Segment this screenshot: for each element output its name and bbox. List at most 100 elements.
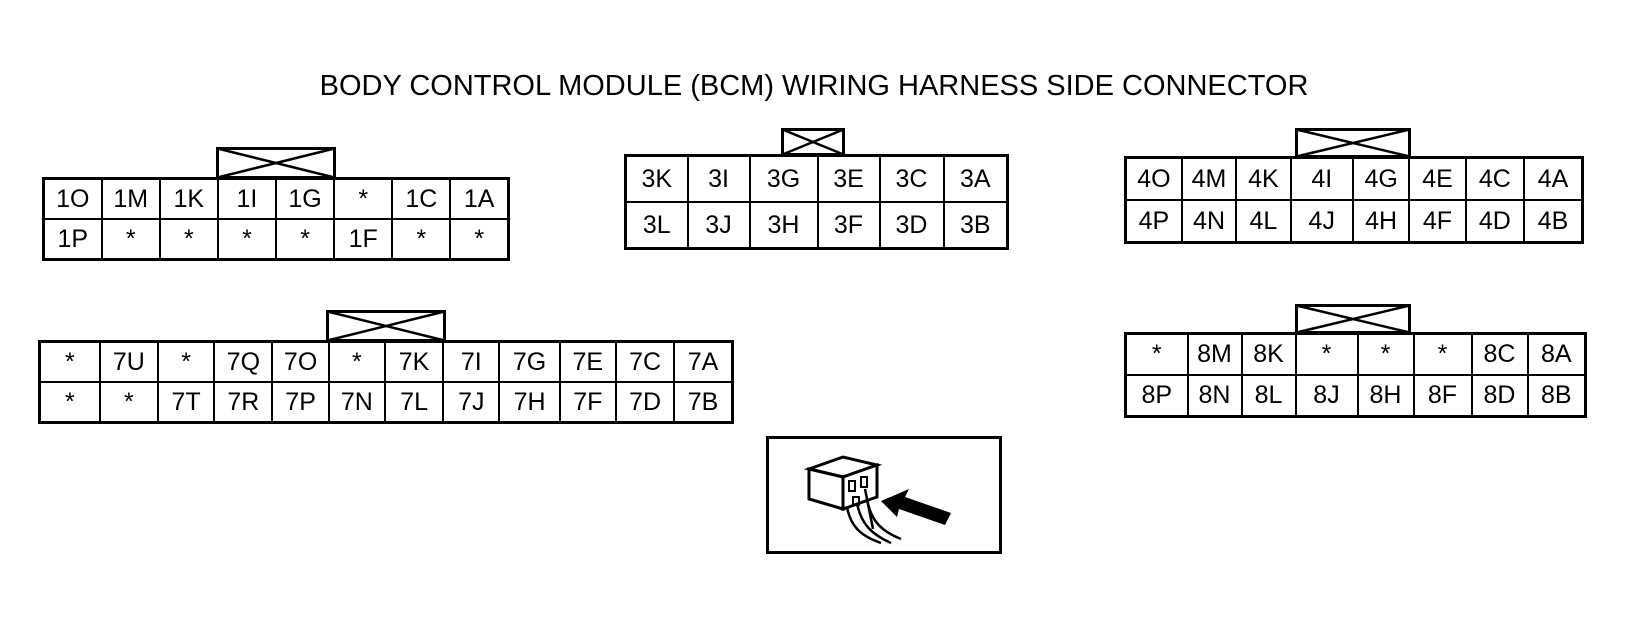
unused-pin-cell: *: [38, 381, 101, 424]
unused-pin-cell: *: [1294, 332, 1359, 376]
unused-pin-cell: *: [158, 218, 219, 261]
pin-cell-4l: 4L: [1235, 199, 1292, 244]
unused-pin-cell: *: [274, 218, 336, 261]
pin-cell-4e: 4E: [1408, 156, 1467, 201]
pin-cell-7u: 7U: [98, 340, 160, 383]
pin-cell-7o: 7O: [271, 340, 330, 383]
pin-cell-4o: 4O: [1124, 156, 1183, 201]
page-title: BODY CONTROL MODULE (BCM) WIRING HARNESS…: [319, 70, 1309, 102]
connector-1-latch-icon: [216, 147, 336, 179]
pin-cell-1k: 1K: [158, 177, 219, 220]
unused-pin-cell: *: [1412, 332, 1473, 376]
pin-cell-7p: 7P: [271, 381, 330, 424]
pin-cell-8k: 8K: [1240, 332, 1297, 376]
connector-1-row-2: 1P****1F**: [42, 218, 510, 261]
pin-cell-7j: 7J: [442, 381, 501, 424]
pin-cell-7f: 7F: [558, 381, 617, 424]
unused-pin-cell: *: [100, 218, 161, 261]
pin-cell-8d: 8D: [1470, 374, 1529, 418]
pin-cell-3b: 3B: [942, 201, 1009, 250]
pin-cell-3i: 3I: [686, 154, 751, 203]
pin-cell-8h: 8H: [1356, 374, 1415, 418]
pin-cell-4i: 4I: [1289, 156, 1354, 201]
pin-cell-4j: 4J: [1289, 199, 1354, 244]
pin-cell-1f: 1F: [333, 218, 394, 261]
pin-cell-8f: 8F: [1412, 374, 1473, 418]
pin-cell-7h: 7H: [498, 381, 561, 424]
pin-cell-1p: 1P: [42, 218, 103, 261]
unused-pin-cell: *: [1124, 332, 1189, 376]
pin-cell-4k: 4K: [1235, 156, 1292, 201]
pin-cell-3a: 3A: [942, 154, 1009, 203]
pin-cell-3e: 3E: [816, 154, 881, 203]
pin-cell-7e: 7E: [558, 340, 617, 383]
pin-cell-7d: 7D: [614, 381, 676, 424]
pin-cell-8m: 8M: [1186, 332, 1243, 376]
unused-pin-cell: *: [216, 218, 278, 261]
harness-connector-insertion-icon: [803, 455, 951, 545]
pin-cell-8b: 8B: [1526, 374, 1587, 418]
unused-pin-cell: *: [391, 218, 452, 261]
unused-pin-cell: *: [38, 340, 101, 383]
pin-cell-7l: 7L: [383, 381, 445, 424]
pin-cell-1i: 1I: [216, 177, 278, 220]
pin-cell-7n: 7N: [327, 381, 386, 424]
pin-cell-8j: 8J: [1294, 374, 1359, 418]
pin-cell-1m: 1M: [100, 177, 161, 220]
connector-4-latch-icon: [1295, 128, 1411, 158]
pin-cell-4a: 4A: [1523, 156, 1584, 201]
pin-cell-8c: 8C: [1470, 332, 1529, 376]
pin-cell-3g: 3G: [748, 154, 819, 203]
pin-cell-3l: 3L: [624, 201, 689, 250]
pin-cell-4c: 4C: [1464, 156, 1526, 201]
pin-cell-3h: 3H: [748, 201, 819, 250]
pin-cell-4m: 4M: [1180, 156, 1238, 201]
pin-cell-3k: 3K: [624, 154, 689, 203]
pin-cell-3f: 3F: [816, 201, 881, 250]
pin-cell-4p: 4P: [1124, 199, 1183, 244]
pin-cell-1o: 1O: [42, 177, 103, 220]
pin-cell-8n: 8N: [1186, 374, 1243, 418]
pin-cell-8l: 8L: [1240, 374, 1297, 418]
pin-cell-3j: 3J: [686, 201, 751, 250]
unused-pin-cell: *: [327, 340, 386, 383]
pin-cell-8a: 8A: [1526, 332, 1587, 376]
pin-cell-7g: 7G: [498, 340, 561, 383]
connector-3-latch-icon: [781, 128, 845, 156]
pin-cell-4g: 4G: [1351, 156, 1411, 201]
harness-side-view-inset: [766, 436, 1002, 554]
connector-7-latch-icon: [326, 310, 446, 342]
unused-pin-cell: *: [449, 218, 510, 261]
pin-cell-7t: 7T: [156, 381, 216, 424]
pin-cell-7b: 7B: [673, 381, 734, 424]
pin-cell-7q: 7Q: [213, 340, 274, 383]
pin-cell-4b: 4B: [1523, 199, 1584, 244]
pin-cell-7r: 7R: [213, 381, 274, 424]
pin-cell-7c: 7C: [614, 340, 676, 383]
pin-cell-7a: 7A: [673, 340, 734, 383]
unused-pin-cell: *: [333, 177, 394, 220]
pin-cell-4h: 4H: [1351, 199, 1411, 244]
pin-cell-1a: 1A: [449, 177, 510, 220]
pin-cell-3c: 3C: [878, 154, 945, 203]
pin-cell-1g: 1G: [274, 177, 336, 220]
pin-cell-7k: 7K: [383, 340, 445, 383]
pin-cell-4d: 4D: [1464, 199, 1526, 244]
pin-cell-1c: 1C: [391, 177, 452, 220]
unused-pin-cell: *: [1356, 332, 1415, 376]
unused-pin-cell: *: [98, 381, 160, 424]
pin-cell-4f: 4F: [1408, 199, 1467, 244]
